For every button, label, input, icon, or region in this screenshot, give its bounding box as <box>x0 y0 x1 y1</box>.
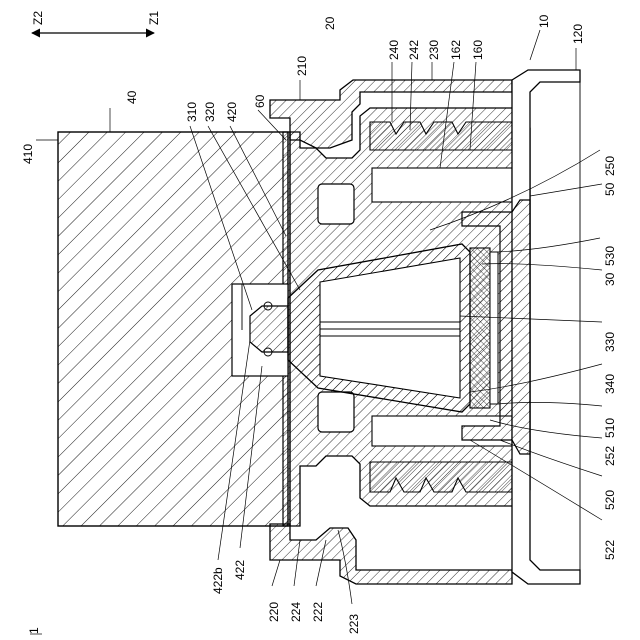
slot-162-upper <box>372 168 512 202</box>
bore-330 <box>320 258 460 398</box>
label-250: 250 <box>603 156 617 176</box>
cavity-upper <box>318 184 354 224</box>
label-162: 162 <box>449 40 463 60</box>
label-223: 223 <box>347 614 361 634</box>
label-522: 522 <box>603 540 617 560</box>
direction-indicator: Z2 Z1 <box>31 11 161 33</box>
label-422: 422 <box>233 560 247 580</box>
label-530: 530 <box>603 246 617 266</box>
label-224: 224 <box>289 602 303 622</box>
flange-220-bottom <box>270 524 512 584</box>
thread-240-top <box>370 122 512 150</box>
label-160: 160 <box>471 40 485 60</box>
label-252: 252 <box>603 446 617 466</box>
label-240: 240 <box>387 40 401 60</box>
label-510: 510 <box>603 418 617 438</box>
label-20: 20 <box>323 16 337 30</box>
label-220: 220 <box>267 602 281 622</box>
label-520: 520 <box>603 490 617 510</box>
label-210: 210 <box>295 56 309 76</box>
label-330: 330 <box>603 332 617 352</box>
tip-310 <box>250 306 288 352</box>
label-50: 50 <box>603 182 617 196</box>
label-222: 222 <box>311 602 325 622</box>
label-242: 242 <box>407 40 421 60</box>
label-10: 10 <box>537 14 551 28</box>
label-30: 30 <box>603 272 617 286</box>
label-310: 310 <box>185 102 199 122</box>
seal-530 <box>470 248 490 408</box>
gap-510 <box>490 252 498 404</box>
thread-240-bottom <box>370 462 512 492</box>
label-230: 230 <box>427 40 441 60</box>
label-410: 410 <box>21 144 35 164</box>
label-40: 40 <box>125 90 139 104</box>
cavity-lower <box>318 392 354 432</box>
label-60: 60 <box>253 94 267 108</box>
figure-number: 1 <box>27 627 41 634</box>
label-422b: 422b <box>211 567 225 594</box>
label-120: 120 <box>571 24 585 44</box>
label-320: 320 <box>203 102 217 122</box>
label-340: 340 <box>603 374 617 394</box>
label-420: 420 <box>225 102 239 122</box>
z1-label: Z1 <box>147 11 161 25</box>
z2-label: Z2 <box>31 11 45 25</box>
